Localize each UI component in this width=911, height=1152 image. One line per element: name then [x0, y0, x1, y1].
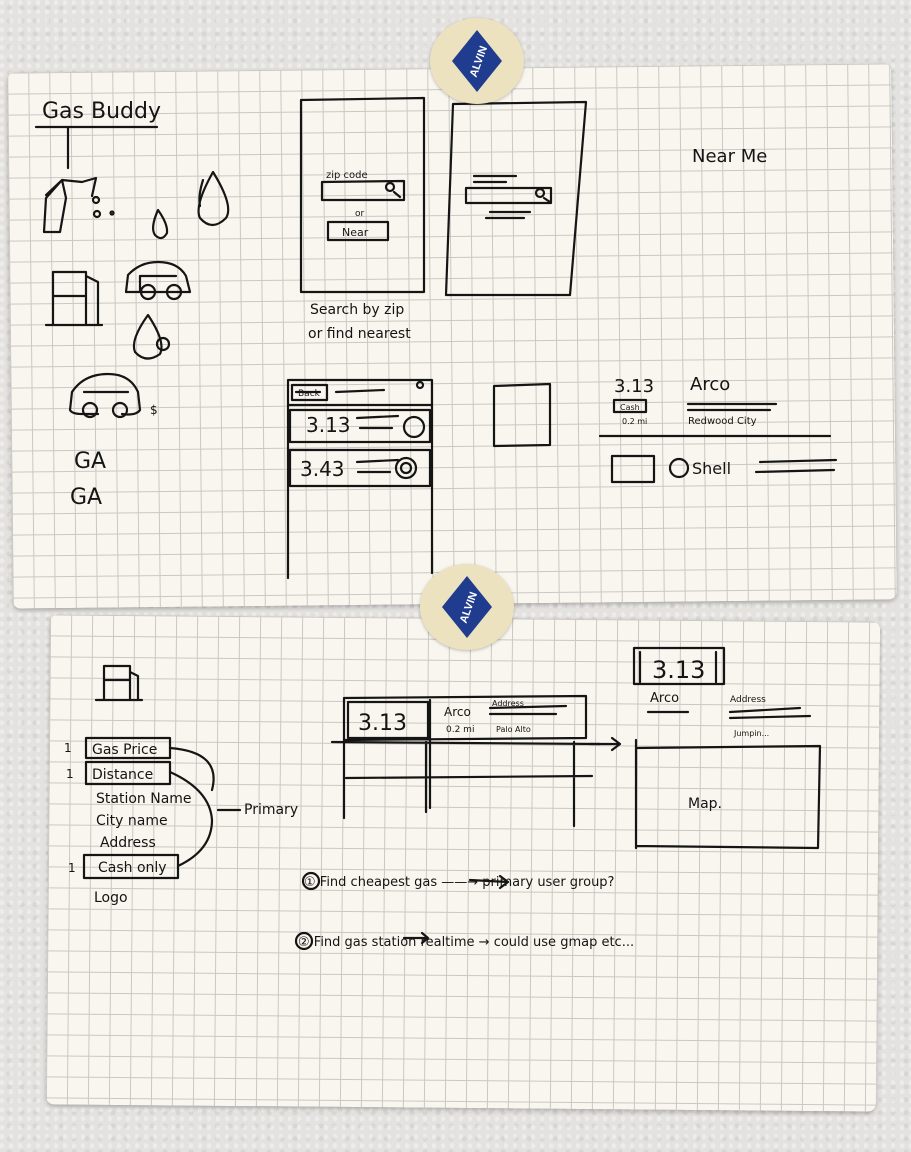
tape-top: ALVIN: [430, 18, 524, 104]
primary-label: Primary: [244, 802, 298, 818]
list-price-1: 3.13: [306, 413, 351, 437]
table-name: Arco: [444, 705, 471, 719]
table-city: Palo Alto: [496, 725, 531, 734]
detail-name: Arco: [690, 374, 730, 395]
list-mark: 1: [68, 861, 76, 875]
list-item: Gas Price: [92, 742, 157, 758]
list-item: City name: [96, 813, 168, 829]
note-2: ② Find gas station realtime → could use …: [298, 935, 634, 950]
detail-name-2: Arco: [650, 691, 679, 706]
list-item: Cash only: [98, 860, 167, 876]
detail-brand: Shell: [692, 459, 731, 478]
alvin-logo-icon: ALVIN: [442, 576, 492, 638]
feature-list: 1 Gas Price 1 Distance Station Name City…: [64, 741, 192, 906]
list-tag: Back: [298, 389, 321, 399]
map-label: Map.: [688, 796, 722, 812]
list-mark: 1: [64, 741, 72, 755]
table-address: Address: [492, 699, 524, 708]
list-item: Address: [100, 835, 156, 851]
near-button-label: Near: [342, 226, 369, 239]
alvin-logo-icon: ALVIN: [452, 30, 502, 92]
detail-cash: Cash: [620, 403, 640, 412]
ga-text-2: GA: [70, 485, 102, 510]
or-label: or: [355, 209, 365, 219]
list-item: Distance: [92, 767, 153, 783]
detail-city: Redwood City: [688, 416, 757, 427]
caption-line-2: or find nearest: [308, 326, 411, 342]
list-item: Station Name: [96, 791, 192, 807]
detail-sub-2: Jumpin...: [733, 729, 769, 738]
table-price: 3.13: [358, 711, 407, 736]
ga-text-1: GA: [74, 449, 106, 474]
zip-label: zip code: [326, 170, 368, 181]
detail-price: 3.13: [614, 376, 654, 397]
note-1: ① Find cheapest gas ——→ primary user gro…: [304, 875, 614, 890]
detail-address-2: Address: [730, 695, 766, 705]
detail-price-2: 3.13: [652, 656, 705, 684]
table-distance: 0.2 mi: [446, 725, 474, 735]
tape-bottom: ALVIN: [420, 564, 514, 650]
caption-line-1: Search by zip: [310, 302, 404, 318]
list-price-2: 3.43: [300, 457, 345, 481]
list-mark: 1: [66, 767, 74, 781]
dollar-sign: $: [150, 403, 158, 417]
detail-distance: 0.2 mi: [622, 417, 647, 426]
near-me-text: Near Me: [692, 146, 767, 167]
list-item: Logo: [94, 890, 128, 906]
title-text: Gas Buddy: [42, 99, 161, 124]
